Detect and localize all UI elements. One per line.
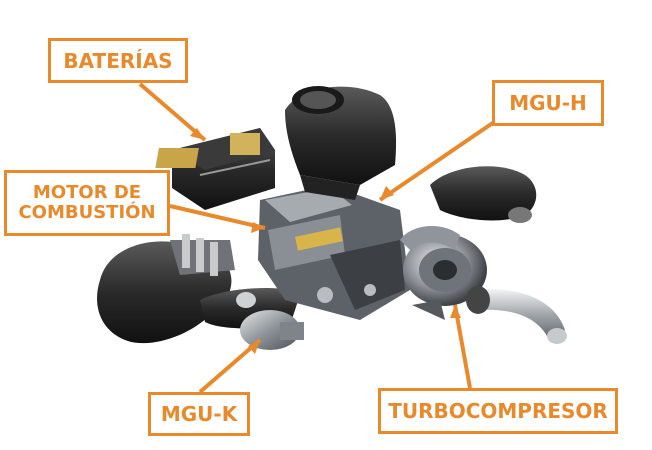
mgu-k-unit [200, 288, 304, 350]
exhaust-collector [430, 166, 537, 223]
label-motor-combustion: MOTOR DE COMBUSTIÓN [4, 170, 170, 236]
label-turbocompresor: TURBOCOMPRESOR [378, 388, 618, 434]
combustion-engine-block [258, 185, 410, 320]
label-motor-line2: COMBUSTIÓN [18, 202, 156, 223]
label-turbocompresor-text: TURBOCOMPRESOR [388, 399, 608, 423]
label-mgu-h: MGU-H [492, 80, 604, 126]
airbox [285, 86, 397, 200]
exhaust-manifold [97, 234, 235, 344]
battery-pack [155, 128, 275, 210]
label-motor-line1: MOTOR DE [32, 182, 142, 204]
leader-arrowheads [190, 128, 461, 354]
label-baterias: BATERÍAS [48, 38, 188, 83]
intake-pipe [466, 286, 567, 344]
label-baterias-text: BATERÍAS [63, 48, 173, 73]
label-mgu-h-text: MGU-H [509, 91, 587, 115]
label-mgu-k: MGU-K [148, 392, 250, 436]
leader-lines [138, 82, 502, 394]
turbocharger [400, 225, 487, 320]
label-mgu-k-text: MGU-K [160, 402, 238, 426]
